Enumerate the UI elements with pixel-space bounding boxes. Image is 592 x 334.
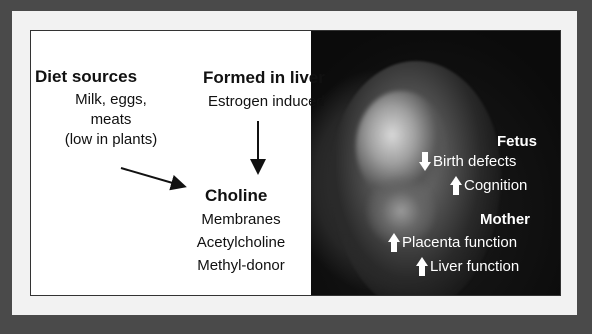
up-arrow-icon: [450, 176, 462, 195]
mother-item-1: Placenta function: [402, 234, 517, 251]
diet-to-choline-arrow: [121, 168, 183, 186]
fetus-item-2: Cognition: [464, 177, 527, 194]
mother-item-2: Liver function: [430, 258, 519, 275]
up-arrow-icon: [388, 233, 400, 252]
fetus-item-1: Birth defects: [433, 153, 516, 170]
up-arrow-icon: [416, 257, 428, 276]
mother-title: Mother: [480, 211, 530, 228]
down-arrow-icon: [419, 152, 431, 171]
fetus-title: Fetus: [497, 133, 537, 150]
diagram-panel: Diet sources Milk, eggs, meats (low in p…: [30, 30, 561, 296]
